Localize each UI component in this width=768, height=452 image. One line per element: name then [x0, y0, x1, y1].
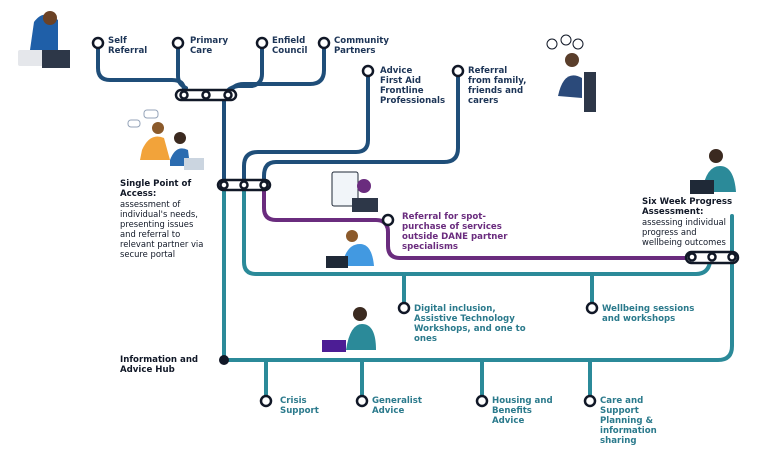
wellbeing-station: [585, 301, 599, 315]
crisis-support-label: Crisis Support: [280, 396, 319, 416]
hub-woman-illustration: [322, 307, 376, 352]
six-week-interchange: [684, 250, 740, 265]
six-week-title: Six Week Progress Assessment:: [642, 197, 733, 217]
spot-purchase-station: [381, 213, 395, 227]
hub-station: [219, 355, 229, 365]
referral-family-label: Referral from family, friends and carers: [468, 66, 527, 106]
info-hub-label: Information and Advice Hub: [120, 355, 199, 375]
checklist-person-illustration: [331, 171, 378, 212]
crisis-station: [259, 394, 273, 408]
primary-care-label: Primary Care: [190, 36, 229, 56]
care-support-label: Care and Support Planning & information …: [600, 396, 657, 446]
single-point-description: assessment of individual's needs, presen…: [120, 199, 204, 259]
single-point-interchange: [216, 178, 272, 192]
enfield-council-station: [255, 36, 269, 50]
advice-first-aid-line: [242, 69, 370, 188]
advice-first-aid-label: Advice First Aid Frontline Professionals: [380, 66, 446, 106]
worried-person-illustration: [546, 34, 596, 112]
laptop-woman-illustration: [690, 149, 736, 194]
top-interchange: [174, 88, 238, 102]
community-partners-label: Community Partners: [334, 36, 390, 56]
primary-care-station: [171, 36, 185, 50]
teal-branch-line: [242, 184, 712, 276]
hub-line: [222, 256, 734, 362]
digital-inclusion-label: Digital inclusion, Assistive Technology …: [414, 304, 526, 344]
care-station: [583, 394, 597, 408]
single-point-title: Single Point of Access:: [120, 179, 192, 199]
six-week-description: assessing individual progress and wellbe…: [642, 217, 726, 247]
advice-first-aid-station: [361, 64, 375, 78]
stressed-person-illustration: [18, 11, 70, 68]
generalist-station: [355, 394, 369, 408]
referral-family-station: [451, 64, 465, 78]
wellbeing-sessions-label: Wellbeing sessions and workshops: [602, 304, 695, 324]
digital-inclusion-station: [397, 301, 411, 315]
housing-station: [475, 394, 489, 408]
referral-family-line: [262, 69, 460, 188]
self-referral-station: [91, 36, 105, 50]
housing-benefits-label: Housing and Benefits Advice: [492, 396, 553, 426]
self-referral-label: Self Referral: [108, 36, 148, 56]
community-partners-station: [317, 36, 331, 50]
community-partners-line: [228, 41, 326, 96]
enfield-council-label: Enfield Council: [272, 36, 308, 56]
generalist-advice-label: Generalist Advice: [372, 396, 422, 416]
two-people-laptop-illustration: [127, 109, 204, 170]
spot-purchase-label: Referral for spot- purchase of services …: [402, 212, 508, 252]
primary-care-line: [176, 41, 188, 90]
laptop-man-illustration: [326, 230, 374, 268]
